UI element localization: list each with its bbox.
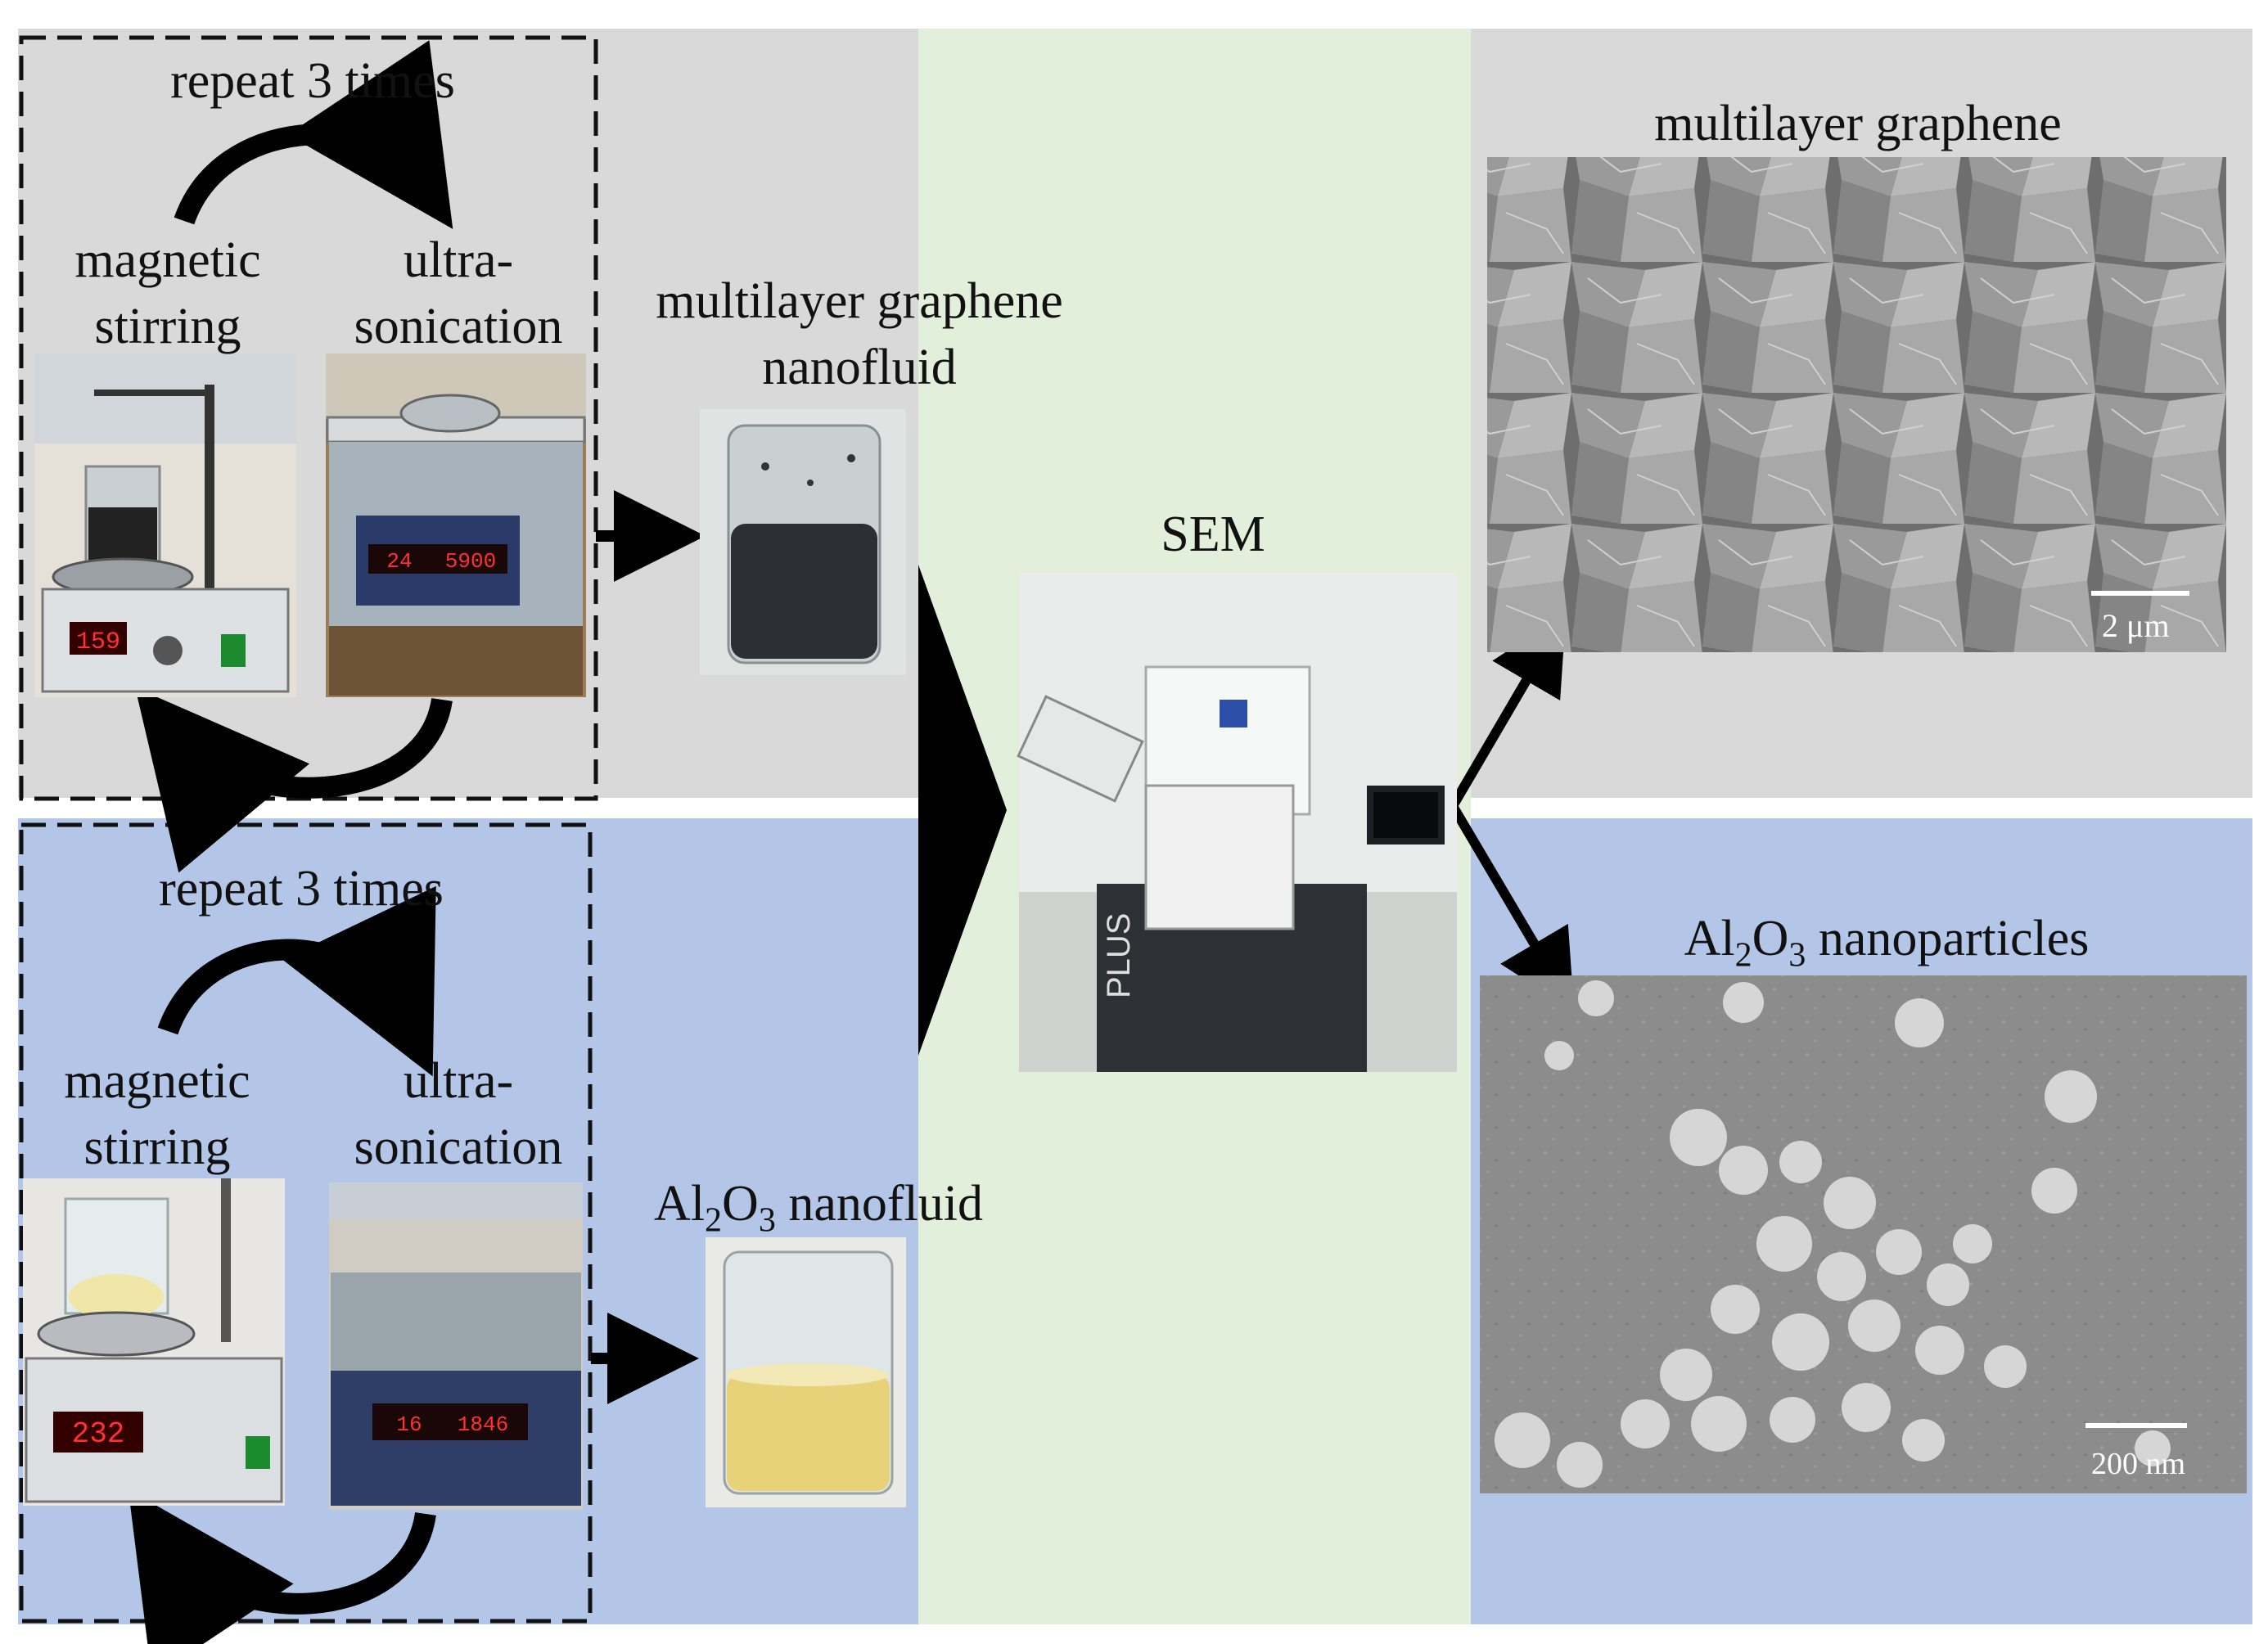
alumina-title-al: Al	[1684, 911, 1735, 966]
bottom-sonicator-photo	[329, 1182, 583, 1510]
alumina-result-title: Al2O3 nanoparticles	[1684, 913, 2090, 972]
top-sonicator-display-right: 5900	[445, 549, 496, 574]
sem-machine-text: PLUS	[1101, 913, 1137, 999]
sem-to-alumina-arrow	[1448, 803, 1575, 1011]
top-repeat-label: repeat 3 times	[170, 53, 455, 109]
alumina-nanofluid-label-sub2: 3	[758, 1201, 776, 1240]
top-stirrer-display: 159	[76, 628, 120, 656]
top-cycle-arrow-upper	[174, 40, 453, 229]
alumina-nanofluid-label-al: Al	[654, 1176, 706, 1232]
graphene-scale-label: 2 μm	[2102, 607, 2170, 644]
top-stirrer-photo	[34, 354, 296, 697]
alumina-nanofluid-label-rest: nanofluid	[775, 1176, 983, 1232]
alumina-nanofluid-label: Al2O3 nanofluid	[654, 1178, 983, 1237]
top-sonicator-display-left: 24	[386, 549, 412, 574]
top-sonicator-photo	[326, 354, 586, 697]
bottom-stirrer-display: 232	[72, 1417, 125, 1451]
alumina-title-sub1: 2	[1734, 936, 1752, 975]
sem-machine-photo	[1017, 573, 1457, 1072]
top-stirring-label-line1: magnetic	[74, 232, 261, 288]
bottom-repeat-label: repeat 3 times	[159, 861, 444, 917]
graphene-sem-image	[1487, 157, 2226, 652]
bottom-sonicator-display-right: 1846	[458, 1412, 508, 1437]
alumina-nanofluid-label-o: O	[722, 1176, 759, 1232]
graphene-nanofluid-label-line2: nanofluid	[762, 340, 957, 395]
bottom-sonication-label-line2: sonication	[354, 1119, 563, 1175]
alumina-nanofluid-photo	[706, 1237, 906, 1507]
merge-chevron-arrow	[918, 565, 1007, 1056]
graphene-nanofluid-photo	[700, 409, 906, 675]
top-cycle-arrow-lower	[134, 687, 453, 873]
bottom-stirrer-photo	[23, 1178, 285, 1506]
bottom-stirring-label-line2: stirring	[83, 1119, 231, 1175]
sem-to-graphene-arrow	[1448, 612, 1567, 809]
top-stirring-label-line2: stirring	[94, 299, 241, 354]
bottom-cycle-arrow-lower	[128, 1489, 436, 1644]
bottom-stirring-label-line1: magnetic	[64, 1053, 250, 1109]
graphene-nanofluid-label-line1: multilayer graphene	[656, 273, 1063, 329]
bottom-sonication-label-line1: ultra-	[403, 1053, 514, 1109]
graphene-result-title: multilayer graphene	[1654, 96, 2062, 151]
alumina-title-sub2: 3	[1788, 936, 1806, 975]
top-sonication-label-line1: ultra-	[403, 232, 514, 288]
alumina-particle-clusters	[1495, 980, 2171, 1488]
alumina-title-o: O	[1752, 911, 1789, 966]
alumina-nanofluid-label-sub1: 2	[705, 1201, 723, 1240]
alumina-title-rest: nanoparticles	[1806, 911, 2090, 966]
top-sonication-label-line2: sonication	[354, 299, 563, 354]
alumina-scale-label: 200 nm	[2091, 1447, 2186, 1481]
bottom-sonicator-display-left: 16	[396, 1412, 422, 1437]
sem-label: SEM	[1161, 507, 1265, 562]
bottom-cycle-arrow-upper	[157, 885, 436, 1077]
